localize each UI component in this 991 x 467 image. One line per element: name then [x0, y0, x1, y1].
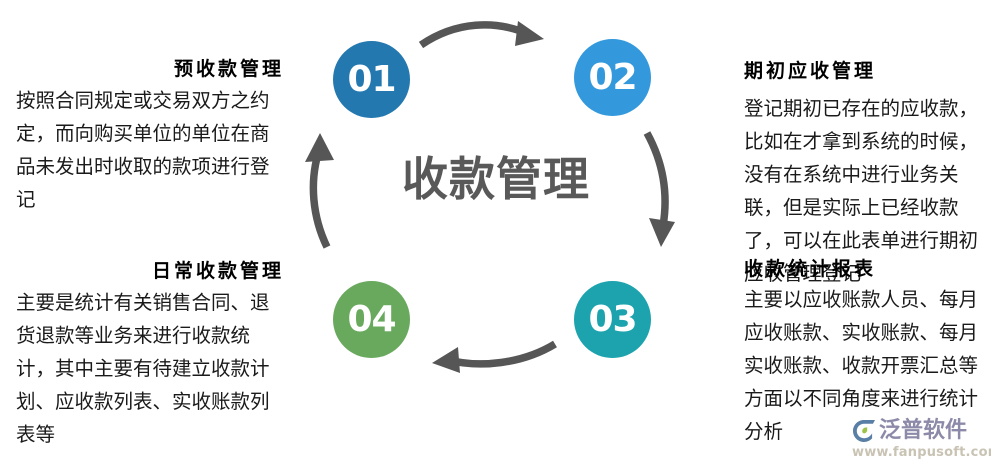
step-number-04: 04 — [347, 299, 396, 340]
heading-initial-receivable-management: 期初应收管理 — [744, 60, 877, 82]
center-title: 收款管理 — [402, 152, 590, 206]
body-initial-receivable-management: 登记期初已存在的应收款，比如在才拿到系统的时候，没有在系统中进行业务关联，但是实… — [744, 97, 979, 285]
step-circle-04[interactable]: 04 — [333, 281, 410, 358]
step-circle-01[interactable]: 01 — [333, 41, 410, 118]
heading-collection-statistics-report: 收款统计报表 — [744, 258, 877, 280]
arrow-up-icon — [305, 133, 334, 249]
step-number-02: 02 — [588, 57, 637, 98]
text-block-daily-collection-management: 日常收款管理 主要是统计有关销售合同、退货退款等业务来进行收款统计，其中主要有待… — [16, 258, 284, 451]
arrow-left-icon — [432, 340, 557, 373]
fanpusoft-logo-icon — [853, 420, 875, 442]
step-circle-03[interactable]: 03 — [574, 281, 651, 358]
arrow-right-icon — [418, 21, 544, 49]
text-block-prepay-management: 预收款管理 按照合同规定或交易双方之约定，而向购买单位的单位在商品未发出时收取的… — [16, 56, 284, 216]
body-daily-collection-management: 主要是统计有关销售合同、退货退款等业务来进行收款统计，其中主要有待建立收款计划、… — [16, 291, 270, 446]
text-block-collection-statistics-report: 收款统计报表 主要以应收账款人员、每月应收账款、实收账款、每月实收账款、收款开票… — [744, 256, 980, 448]
arrow-down-icon — [643, 131, 675, 247]
step-circle-02[interactable]: 02 — [574, 39, 651, 116]
body-collection-statistics-report: 主要以应收账款人员、每月应收账款、实收账款、每月实收账款、收款开票汇总等方面以不… — [744, 288, 979, 443]
watermark-brand-text: 泛普软件 — [879, 418, 968, 443]
body-prepay-management: 按照合同规定或交易双方之约定，而向购买单位的单位在商品未发出时收取的款项进行登记 — [16, 89, 270, 211]
step-number-03: 03 — [588, 299, 637, 340]
watermark-url-text: www.fanpusoft.com — [852, 445, 991, 460]
heading-daily-collection-management: 日常收款管理 — [151, 260, 284, 282]
heading-prepay-management: 预收款管理 — [173, 58, 284, 80]
step-number-01: 01 — [347, 59, 396, 100]
watermark-fanpusoft: 泛普软件 www.fanpusoft.com — [852, 418, 991, 464]
text-block-initial-receivable-management: 期初应收管理 登记期初已存在的应收款，比如在才拿到系统的时候，没有在系统中进行业… — [744, 58, 980, 290]
